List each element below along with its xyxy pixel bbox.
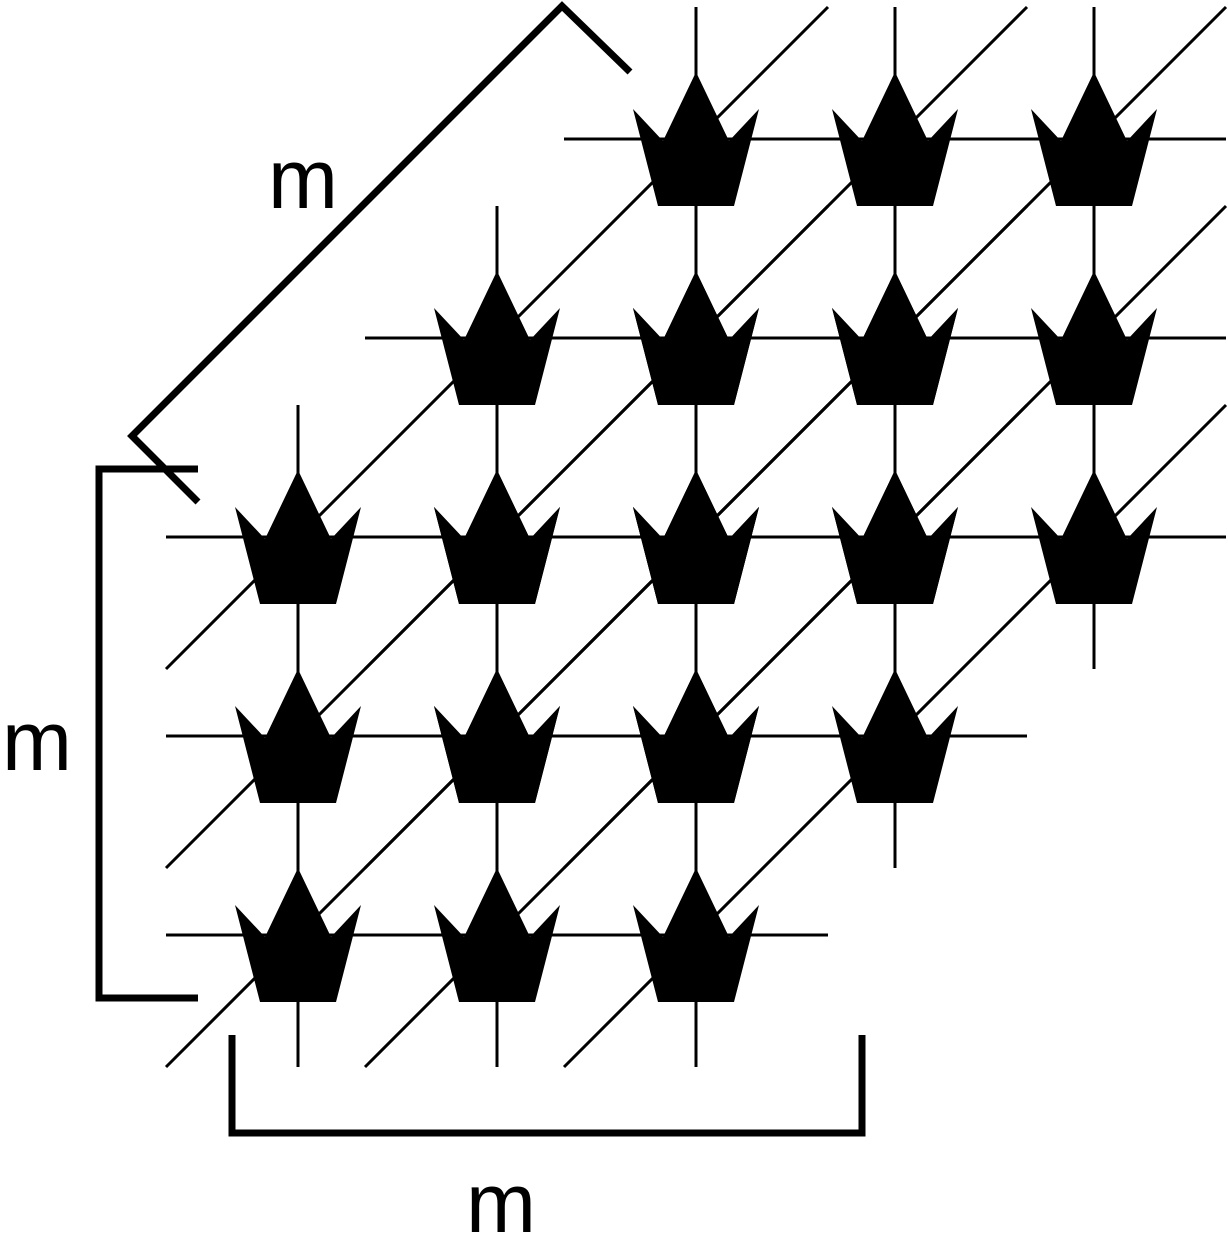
height-bracket [95, 465, 198, 1002]
crown-icon [1031, 470, 1157, 604]
crown-icon [235, 868, 361, 1002]
crown-icon [1031, 72, 1157, 206]
crown-icon [235, 669, 361, 803]
crown-icon [633, 271, 759, 405]
height-label: m [2, 694, 72, 788]
lattice-nodes [235, 72, 1157, 1002]
width-label: m [466, 1156, 536, 1250]
crown-icon [434, 271, 560, 405]
crown-icon [235, 470, 361, 604]
crown-icon [434, 868, 560, 1002]
depth-bracket [127, 1, 633, 505]
depth-label: m [268, 132, 338, 226]
crown-icon [832, 271, 958, 405]
crown-icon [633, 868, 759, 1002]
dimension-brackets [95, 1, 866, 1137]
crown-icon [633, 470, 759, 604]
crown-icon [832, 72, 958, 206]
crown-icon [633, 72, 759, 206]
crown-icon [832, 470, 958, 604]
crown-icon [1031, 271, 1157, 405]
crown-icon [633, 669, 759, 803]
crown-icon [434, 470, 560, 604]
width-bracket [228, 1035, 866, 1137]
crown-icon [434, 669, 560, 803]
crown-icon [832, 669, 958, 803]
